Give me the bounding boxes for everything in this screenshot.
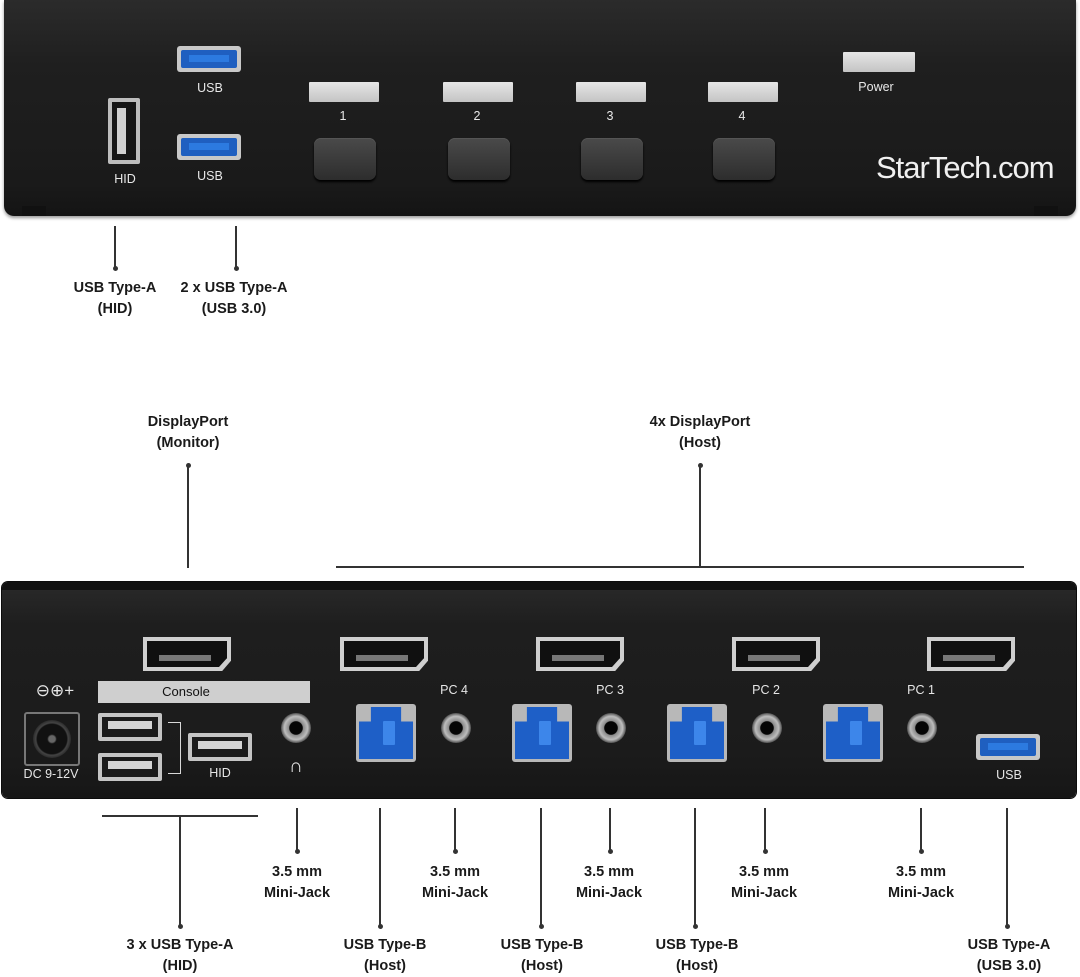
dc-power-jack [24, 712, 80, 766]
callout-dp-host: 4x DisplayPort(Host) [649, 414, 751, 451]
callout-line-jack-pc2 [764, 808, 766, 852]
callout-dot-usb3 [233, 266, 239, 271]
usb-b-port-pc3 [512, 704, 572, 762]
headphone-icon: ∩ [289, 756, 303, 777]
front-usb3-port-top [177, 46, 241, 72]
port-3-label: 3 [606, 109, 614, 123]
callout-dot-jack-console [294, 849, 300, 854]
console-label-bar: Console [98, 681, 310, 703]
callout-usbb-pc2: USB Type-B(Host) [655, 937, 739, 974]
usb-b-port-pc2 [667, 704, 727, 762]
usb-b-port-pc4 [356, 704, 416, 762]
callout-line-jack-pc3 [609, 808, 611, 852]
port-2-label: 2 [473, 109, 481, 123]
callout-front-hid: USB Type-A(HID) [73, 280, 157, 317]
callout-dot-jack-pc3 [607, 849, 613, 854]
callout-dp-monitor: DisplayPort(Monitor) [147, 414, 229, 451]
callout-dot-hid [112, 266, 118, 271]
dp-monitor-port [143, 637, 231, 671]
console-usb-port-1 [98, 713, 162, 741]
callout-line-jack-pc4 [454, 808, 456, 852]
pc4-label: PC 4 [440, 683, 468, 697]
callout-dot-jack-pc2 [762, 849, 768, 854]
callout-dot-usbb-pc2 [692, 924, 698, 929]
console-hid-label: HID [209, 766, 231, 780]
audio-jack-pc1 [907, 713, 937, 743]
kvm-front-panel [4, 0, 1076, 216]
dp-host-port-pc3 [536, 637, 624, 671]
callout-bracket-dp-host [336, 566, 1024, 568]
pc3-label: PC 3 [596, 683, 624, 697]
dp-host-port-pc4 [340, 637, 428, 671]
callout-dot-jack-pc4 [452, 849, 458, 854]
rear-usb-label: USB [996, 768, 1022, 782]
callout-dot-console-usb [177, 924, 183, 929]
callout-line-usb3 [235, 226, 237, 270]
callout-line-rear-usb3 [1006, 808, 1008, 928]
front-usb-label-top: USB [197, 81, 223, 95]
port-2-button[interactable] [448, 138, 510, 180]
callout-dot-usbb-pc3 [538, 924, 544, 929]
callout-line-jack-console [296, 808, 298, 852]
port-4-label: 4 [738, 109, 746, 123]
usb-b-port-pc1 [823, 704, 883, 762]
callout-line-jack-pc1 [920, 808, 922, 852]
front-usb3-port-bottom [177, 134, 241, 160]
power-led [843, 52, 915, 72]
dc-polarity-icon: ⊖⊕+ [35, 681, 75, 700]
port-1-led [309, 82, 379, 102]
console-hid-usb-port [188, 733, 252, 761]
front-usb-label-bottom: USB [197, 169, 223, 183]
callout-line-usbb-pc2 [694, 808, 696, 928]
port-4-led [708, 82, 778, 102]
callout-usbb-pc4: USB Type-B(Host) [343, 937, 427, 974]
audio-jack-pc3 [596, 713, 626, 743]
callout-dot-rear-usb3 [1004, 924, 1010, 929]
callout-dot-usbb-pc4 [377, 924, 383, 929]
console-audio-jack [281, 713, 311, 743]
callout-line-dp-monitor [187, 465, 189, 568]
front-hid-label: HID [114, 172, 136, 186]
port-1-label: 1 [339, 109, 347, 123]
callout-line-usbb-pc4 [379, 808, 381, 928]
dc-voltage-label: DC 9-12V [23, 767, 79, 781]
dp-host-port-pc2 [732, 637, 820, 671]
callout-front-usb3: 2 x USB Type-A(USB 3.0) [180, 280, 288, 317]
front-foot-right [1034, 206, 1058, 216]
rear-usb3-port [976, 734, 1040, 760]
port-4-button[interactable] [713, 138, 775, 180]
power-label: Power [858, 80, 894, 94]
audio-jack-pc4 [441, 713, 471, 743]
callout-line-console-usb [179, 815, 181, 928]
startech-logo: StarTech.com [876, 150, 1055, 185]
callout-usbb-pc3: USB Type-B(Host) [500, 937, 584, 974]
front-hid-port [108, 98, 140, 164]
callout-dot-jack-pc1 [918, 849, 924, 854]
port-3-led [576, 82, 646, 102]
callout-line-dp-host [699, 465, 701, 567]
port-1-button[interactable] [314, 138, 376, 180]
hid-bracket-line [168, 722, 181, 774]
front-foot-left [22, 206, 46, 216]
port-3-button[interactable] [581, 138, 643, 180]
callout-rear-usb3: USB Type-A(USB 3.0) [967, 937, 1051, 974]
pc1-label: PC 1 [907, 683, 935, 697]
audio-jack-pc2 [752, 713, 782, 743]
callout-line-usbb-pc3 [540, 808, 542, 928]
pc2-label: PC 2 [752, 683, 780, 697]
console-usb-port-2 [98, 753, 162, 781]
port-2-led [443, 82, 513, 102]
callout-line-hid [114, 226, 116, 270]
callout-console-usb: 3 x USB Type-A(HID) [126, 937, 234, 974]
dp-host-port-pc1 [927, 637, 1015, 671]
